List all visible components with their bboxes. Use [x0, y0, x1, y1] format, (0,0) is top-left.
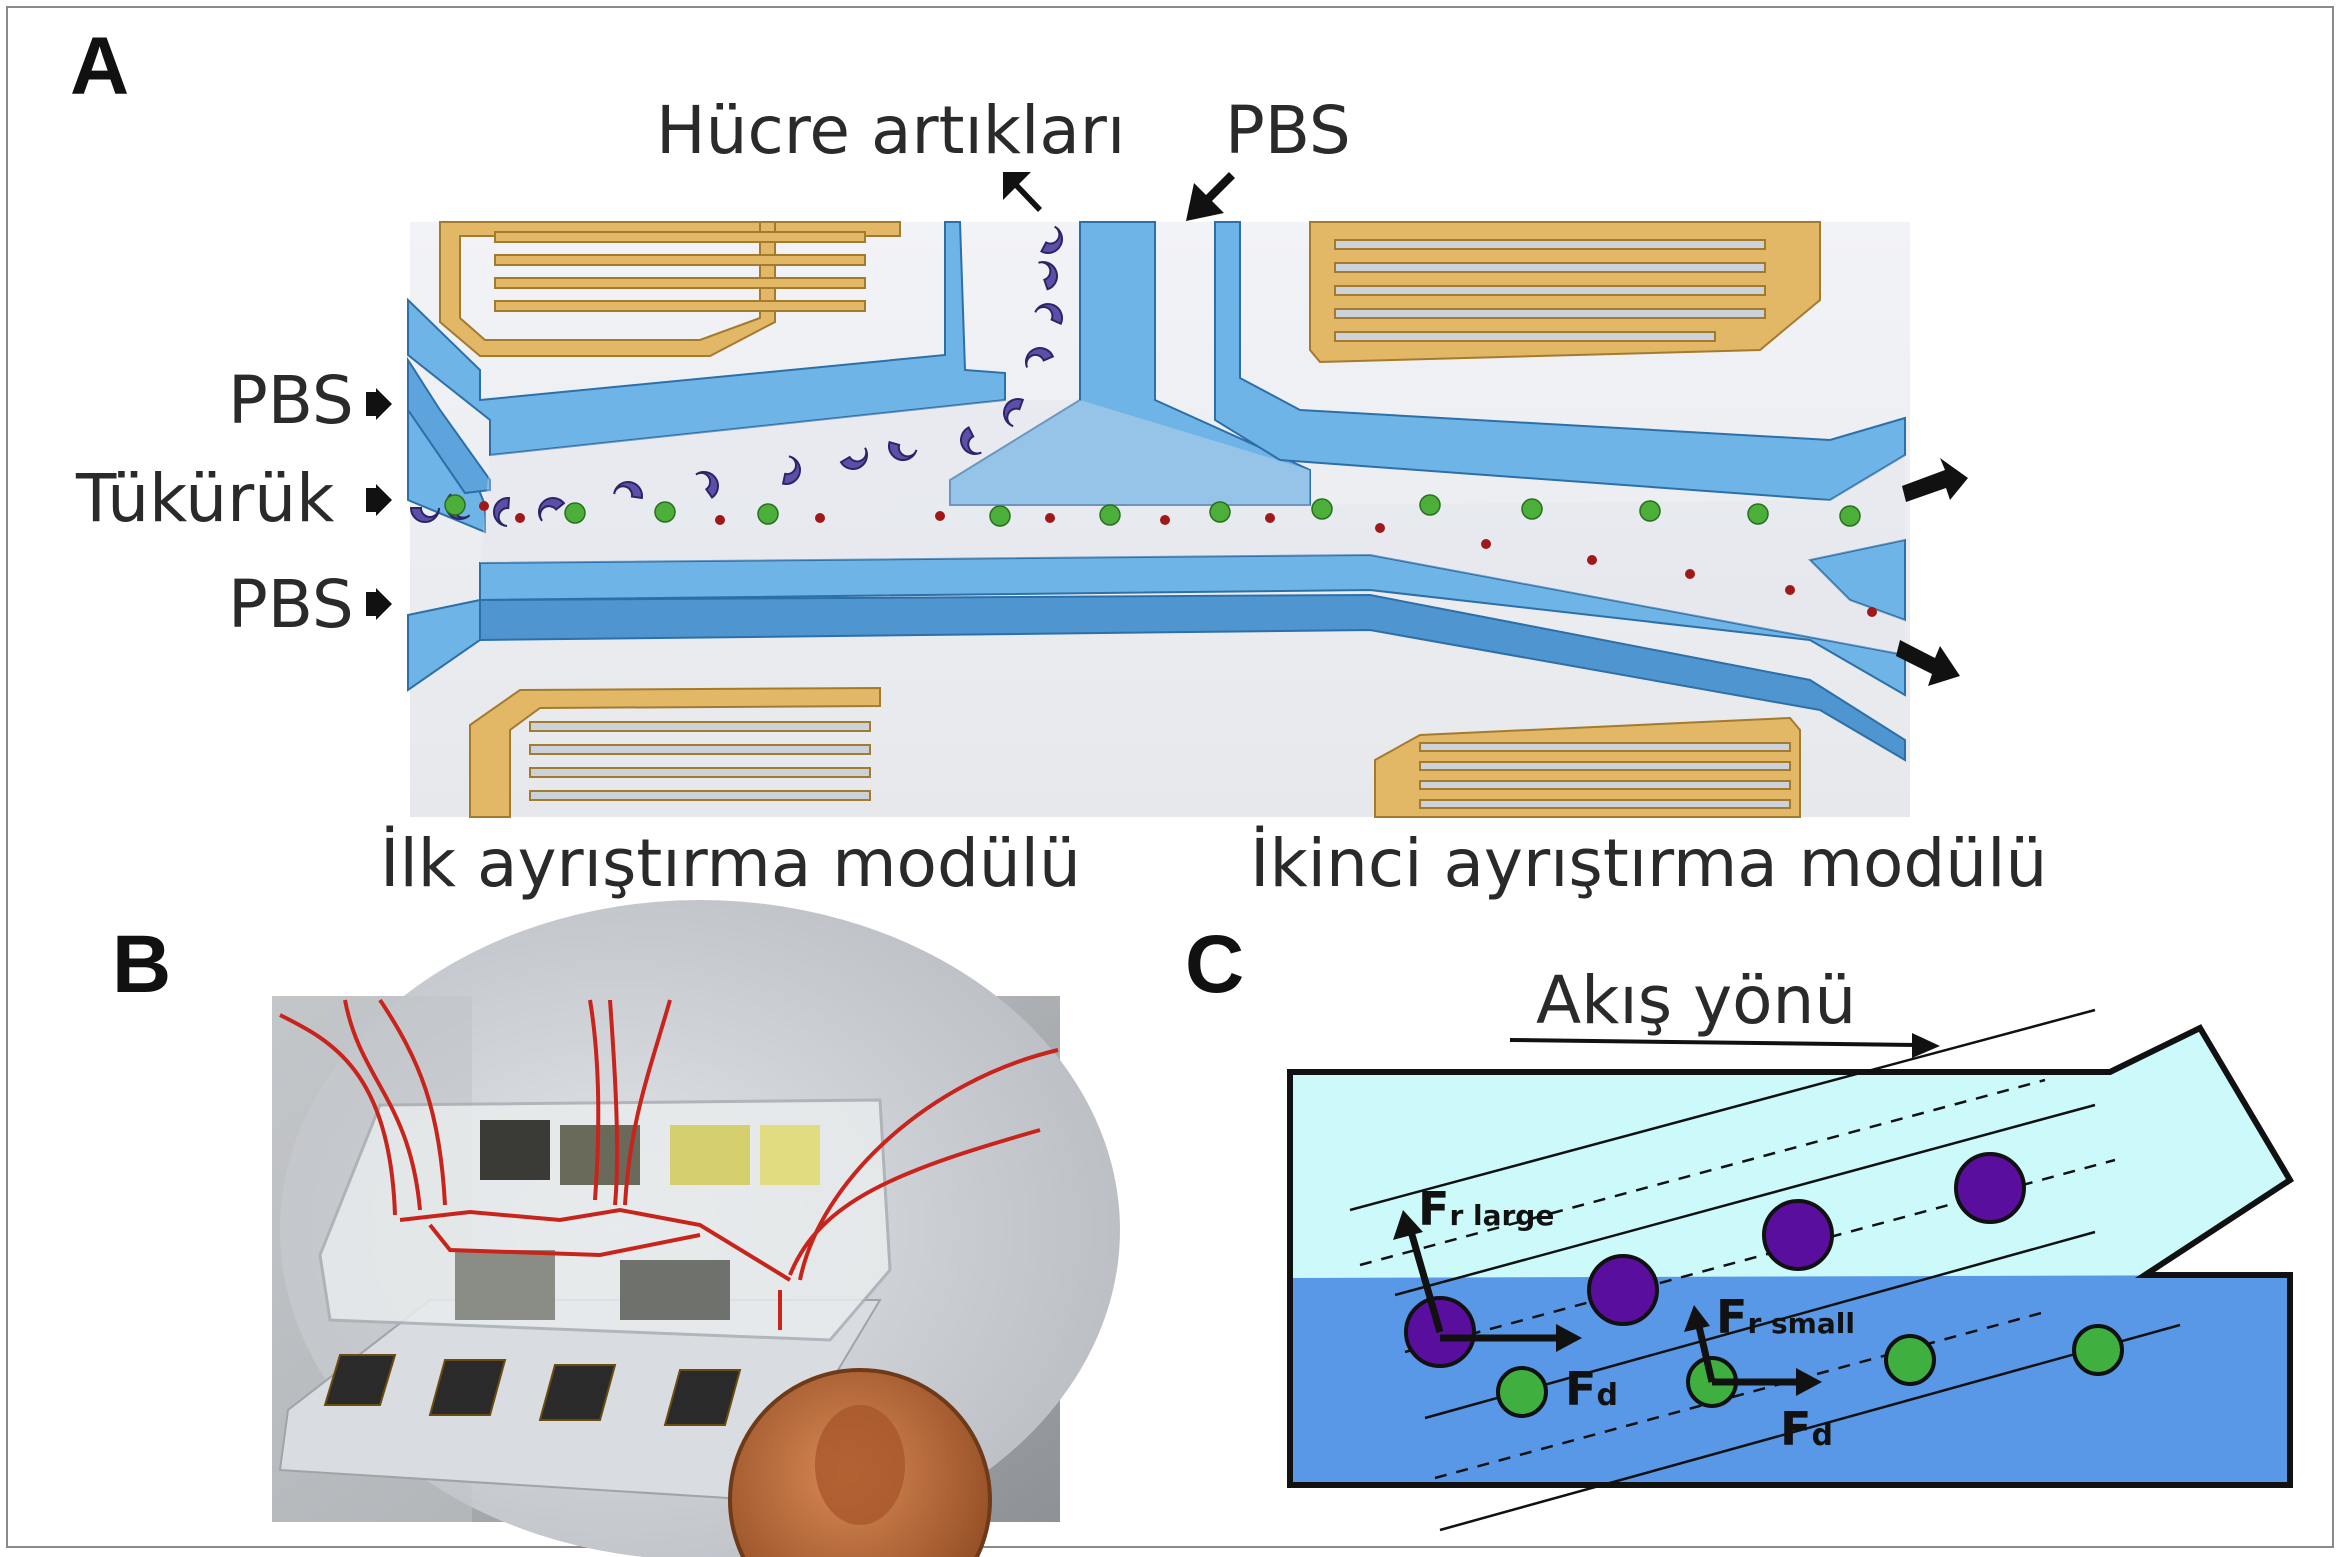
- debris-particle: [695, 471, 719, 499]
- debris-particle: [538, 497, 566, 522]
- label-first-module: İlk ayrıştırma modülü: [380, 825, 1081, 902]
- debris-particle: [1038, 261, 1058, 291]
- debris-particle: [888, 440, 918, 461]
- electrode-bottom-left: [469, 686, 881, 818]
- small-particle: [1160, 515, 1170, 525]
- panel-b-letter: B: [112, 919, 172, 1010]
- electrode-squares: [455, 1120, 820, 1320]
- small-particle: [1496, 1366, 1548, 1418]
- arrow-saliva-left: [366, 484, 392, 516]
- arrow-debris-out: [1003, 172, 1042, 212]
- channel-walls: [407, 221, 1906, 762]
- label-flow-direction: Akış yönü: [1536, 962, 1857, 1039]
- channel-outline: [1287, 1024, 2295, 1488]
- exosome-particle: [1747, 503, 1769, 525]
- exosome-particle: [1639, 500, 1661, 522]
- small-particle: [715, 515, 725, 525]
- exosome-particle: [1209, 501, 1231, 523]
- arrow-pbs-in-top: [1186, 172, 1235, 221]
- electrode-bottom-right: [1374, 716, 1801, 818]
- debris-particle: [1040, 225, 1063, 254]
- small-particle: [479, 501, 489, 511]
- small-particle: [1685, 569, 1695, 579]
- channel-corridor: [480, 400, 1905, 655]
- debris-particle: [781, 455, 801, 485]
- red-tubing: [279, 998, 1059, 1330]
- small-particle: [1265, 513, 1275, 523]
- label-cell-debris: Hücre artıkları: [656, 92, 1126, 169]
- label-pbs-left-bottom: PBS: [228, 566, 354, 643]
- exosome-particle: [654, 501, 676, 523]
- label-saliva: Tükürük: [76, 460, 335, 537]
- small-particle: [935, 511, 945, 521]
- large-particle: [1762, 1199, 1834, 1271]
- arrow-pbs-left-top: [366, 388, 392, 420]
- debris-particle: [839, 447, 868, 470]
- gold-pads-bottom: [323, 1354, 742, 1426]
- streamlines: [1349, 1008, 2181, 1532]
- small-particle: [515, 513, 525, 523]
- exosome-particle: [757, 503, 779, 525]
- label-fr-small: Fr small: [1716, 1290, 1855, 1344]
- label-pbs-top: PBS: [1225, 92, 1351, 169]
- electrode-top-left: [439, 221, 901, 357]
- exosome-particle: [1311, 498, 1333, 520]
- exosome-particle: [1521, 498, 1543, 520]
- label-fd-2: Fd: [1780, 1402, 1833, 1456]
- exosome-particle: [1419, 494, 1441, 516]
- debris-particle: [409, 507, 440, 523]
- label-pbs-left-top: PBS: [228, 362, 354, 439]
- exosome-particle: [989, 505, 1011, 527]
- large-particle: [1954, 1152, 2026, 1224]
- arrow-pbs-left-bottom: [366, 588, 392, 620]
- panel-a-particles: [409, 225, 1877, 617]
- small-particle: [1867, 607, 1877, 617]
- exosome-particle: [564, 502, 586, 524]
- small-particle: [815, 513, 825, 523]
- debris-particle: [1025, 347, 1055, 368]
- small-particle: [1481, 539, 1491, 549]
- debris-particle: [1034, 303, 1063, 326]
- label-fr-large: Fr large: [1418, 1182, 1555, 1236]
- label-second-module: İkinci ayrıştırma modülü: [1250, 825, 2048, 902]
- debris-particle: [613, 481, 643, 500]
- arrow-out-bottom: [1896, 640, 1960, 686]
- small-particle: [2072, 1324, 2124, 1376]
- debris-particle: [1003, 398, 1025, 428]
- panel-a-arrows: [366, 172, 1968, 686]
- small-particle: [1785, 585, 1795, 595]
- arrow-out-top: [1902, 458, 1968, 502]
- large-particle: [1587, 1254, 1659, 1326]
- exosome-particle: [444, 494, 466, 516]
- figure-frame: [6, 6, 2334, 1548]
- small-particle: [1375, 523, 1385, 533]
- panel-c-particles: [1404, 1152, 2124, 1418]
- electrode-top-right: [1309, 221, 1821, 364]
- panel-c-letter: C: [1185, 919, 1245, 1010]
- debris-particle: [493, 497, 511, 527]
- small-particle: [1587, 555, 1597, 565]
- panel-a-letter: A: [70, 21, 130, 112]
- label-fd-1: Fd: [1565, 1362, 1618, 1416]
- debris-particle: [960, 426, 982, 455]
- exosome-particle: [1839, 505, 1861, 527]
- force-vectors: [1393, 1210, 1822, 1396]
- exosome-particle: [1099, 504, 1121, 526]
- small-particle: [1045, 513, 1055, 523]
- flow-direction-arrow: [1509, 1033, 1940, 1058]
- small-particle: [1884, 1334, 1936, 1386]
